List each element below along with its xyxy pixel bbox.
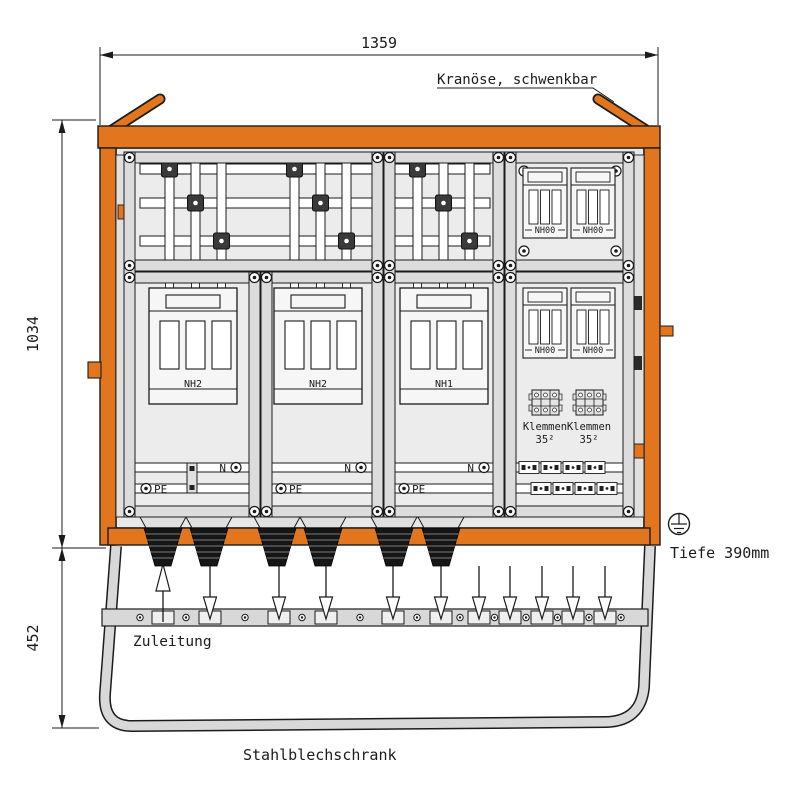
rail-screw [585,613,593,622]
frame-left [99,147,117,546]
dim-height-label: 1034 [24,316,42,352]
divider-2b [383,151,396,518]
right-column-equipment: NH00 NH00 Klemmen Klemmen 35² 35² [515,287,624,495]
divider-1b [260,271,273,518]
divider-3b [504,151,517,518]
nh00-top-units: NH00 NH00 [518,165,622,257]
busbar-l1 [139,163,491,175]
klemmen-2-size: 35² [580,434,599,446]
cable-gland [421,527,461,567]
hinge-right-1 [634,296,642,310]
nh2-2-label: NH2 [309,379,327,390]
klemmen-block-2 [572,389,607,416]
rail-screw [356,613,364,622]
nh-switch-units: NH2 NH2 NH1 [148,282,489,405]
supply-label: Zuleitung [133,634,212,650]
frame-top [97,125,661,149]
earth-symbol-icon [667,512,691,536]
rail-left [123,151,136,518]
nh00-top-2-label: NH00 [583,226,603,236]
dimension-left: 1034 452 [24,119,106,729]
n-label-1: N [219,462,226,475]
dim-base-label: 452 [24,624,42,651]
cable-gland [143,527,183,567]
pe-label-2: PE [289,483,302,496]
rail-screw [456,613,464,622]
nh00-mid-2-label: NH00 [583,346,603,356]
depth-label: Tiefe 390mm [670,544,769,562]
hinge-right-2 [634,356,642,370]
n-label-2: N [344,462,351,475]
cable-entry [107,516,651,567]
rail-screw [413,613,421,622]
n-pe-bars: N N N PE PE PE [134,461,494,496]
rail-screw [553,613,562,622]
cable-gland [257,527,297,567]
n-pe-bridge [186,462,198,494]
pe-label-3: PE [412,483,425,496]
klemmen-1-label: Klemmen [523,421,567,433]
dimension-top: 1359 [99,34,659,125]
frame-right [643,147,661,546]
rail-screw [136,613,144,622]
crane-leader-line [437,87,615,103]
dim-width-label: 1359 [361,34,397,52]
hinge-left-outer [87,361,102,379]
cable-support-rail [101,608,649,627]
nh00-mid-1-label: NH00 [535,346,555,356]
rail-screw [490,613,499,622]
n-label-3: N [467,462,474,475]
divider-1a [248,271,261,518]
stand-tube [100,545,655,731]
cabinet-type-label: Stahlblechschrank [243,746,397,764]
text-annotations: Kranöse, schwenkbar Zuleitung Tiefe 390m… [133,72,769,764]
klemmen-1-size: 35² [536,434,555,446]
cable-gland [374,527,414,567]
nh2-1-label: NH2 [184,379,202,390]
door-latch [659,325,674,337]
rail-screw [241,613,249,622]
rail-screw [617,613,625,622]
divider-2a [371,151,384,518]
divider-3a [492,151,505,518]
rail-screw [182,613,190,622]
klemmen-block-1 [528,389,563,416]
stand-frame [98,545,656,732]
pe-label-1: PE [154,483,167,496]
nh1-label: NH1 [435,379,453,390]
rail-right [622,151,635,518]
busbar-l3 [139,235,491,247]
rail-screw [522,613,530,622]
crane-label: Kranöse, schwenkbar [437,72,597,88]
klemmen-2-label: Klemmen [567,421,611,433]
cable-gland [303,527,343,567]
nh00-top-1-label: NH00 [535,226,555,236]
cable-gland [189,527,229,567]
rail-screw [298,613,306,622]
